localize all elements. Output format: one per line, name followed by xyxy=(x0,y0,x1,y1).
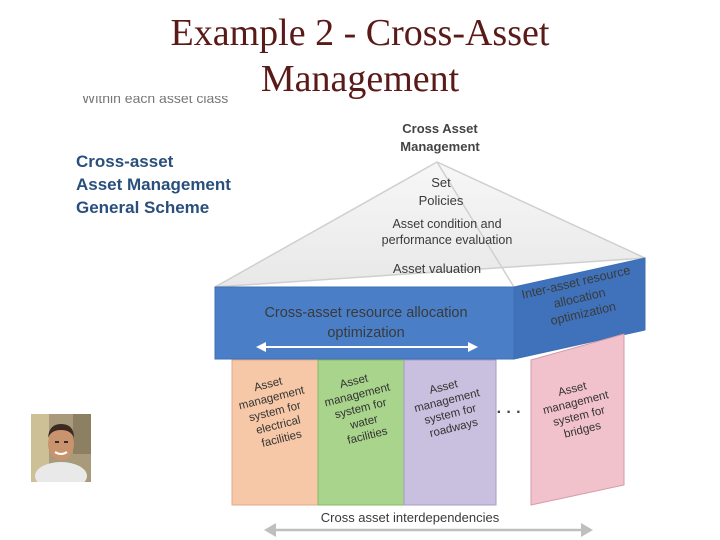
roof-shape xyxy=(214,161,646,288)
presenter-photo xyxy=(31,414,91,482)
allocation-label-line-1: Cross-asset resource allocation xyxy=(264,305,467,321)
allocation-label-line-2: optimization xyxy=(327,325,404,341)
set-policies-label: Set Policies xyxy=(419,175,464,208)
pillar-roadways xyxy=(403,359,497,506)
condition-evaluation-label: Asset condition and performance evaluati… xyxy=(382,217,513,247)
slide-title: Example 2 - Cross-Asset Management xyxy=(0,10,720,102)
scheme-label-line-3: General Scheme xyxy=(76,198,210,217)
allocation-double-arrow xyxy=(256,342,478,352)
interdependencies-arrow xyxy=(264,509,593,537)
condition-evaluation-line-1: Asset condition and xyxy=(392,217,501,231)
cut-off-caption: Within each asset class xyxy=(82,96,228,106)
scheme-label: Cross-asset Asset Management General Sch… xyxy=(76,150,231,219)
scheme-label-line-1: Cross-asset xyxy=(76,152,174,171)
apex-label-line-1: Cross Asset xyxy=(402,121,478,136)
cut-off-caption-text: Within each asset class xyxy=(82,96,229,106)
condition-evaluation-line-2: performance evaluation xyxy=(382,233,513,247)
asset-valuation-label: Asset valuation xyxy=(393,261,481,276)
set-policies-line-1: Set xyxy=(431,175,451,190)
apex-label-line-2: Management xyxy=(400,139,480,154)
apex-label: Cross Asset Management xyxy=(400,121,480,154)
interdependencies-label: Cross asset interdependencies xyxy=(321,510,500,525)
roof-ridge xyxy=(436,161,515,288)
slide-title-line-1: Example 2 - Cross-Asset xyxy=(170,12,550,54)
slide-title-line-2: Management xyxy=(260,58,460,100)
allocation-label: Cross-asset resource allocation optimiza… xyxy=(264,305,467,341)
set-policies-line-2: Policies xyxy=(419,193,464,208)
pillar-bridges xyxy=(530,333,625,506)
scheme-label-line-2: Asset Management xyxy=(76,175,231,194)
inter-asset-band xyxy=(513,257,646,360)
pillars-ellipsis: · · · xyxy=(497,404,522,421)
